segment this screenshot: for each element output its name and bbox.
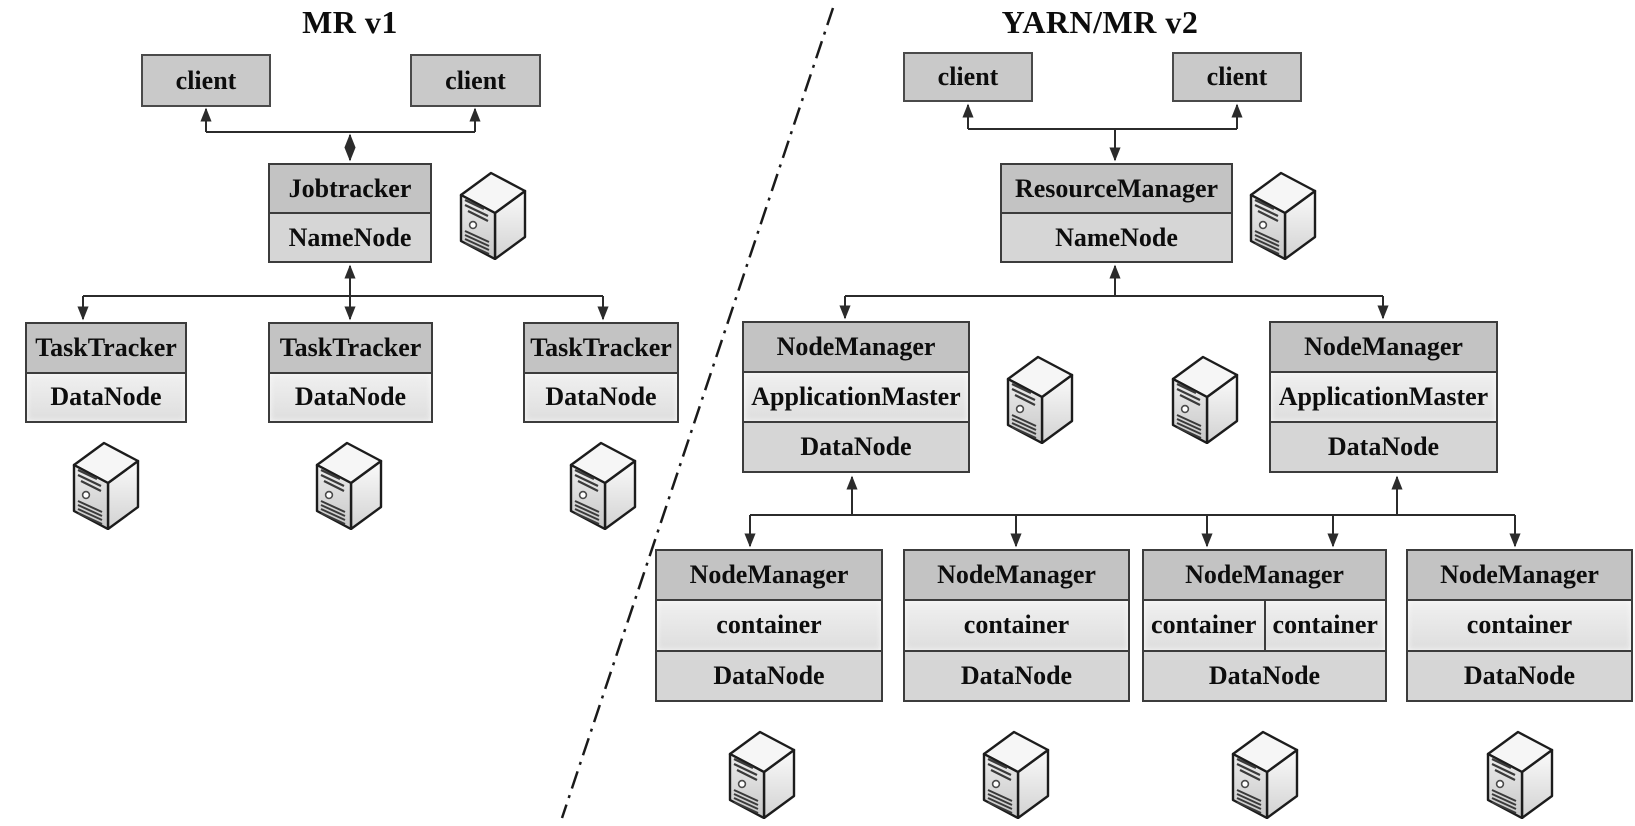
applicationmaster-label: ApplicationMaster: [1271, 371, 1496, 421]
server-icon: [1484, 727, 1556, 819]
applicationmaster-label: ApplicationMaster: [744, 371, 968, 421]
resourcemanager-label: ResourceManager: [1002, 165, 1231, 212]
container-label: container: [657, 599, 881, 650]
appmaster-node-box-2: NodeManager ApplicationMaster DataNode: [1269, 321, 1498, 473]
server-icon: [980, 727, 1052, 819]
right-client-box-2: client: [1172, 52, 1302, 102]
appmaster-node-box-1: NodeManager ApplicationMaster DataNode: [742, 321, 970, 473]
left-client-box-1: client: [141, 54, 271, 107]
left-panel-title: MR v1: [302, 4, 398, 40]
container-node-box-1: NodeManager container DataNode: [655, 549, 883, 702]
jobtracker-label: Jobtracker: [270, 165, 430, 212]
datanode-label: DataNode: [1408, 649, 1631, 700]
nodemanager-label: NodeManager: [657, 551, 881, 600]
datanode-label: DataNode: [744, 421, 968, 471]
nodemanager-label: NodeManager: [1144, 551, 1385, 600]
jobtracker-namenode-box: Jobtracker NameNode: [268, 163, 432, 263]
server-icon: [726, 727, 798, 819]
tasktracker-label: TaskTracker: [270, 324, 431, 372]
nodemanager-label: NodeManager: [744, 323, 968, 371]
datanode-label: DataNode: [1271, 421, 1496, 471]
client-label: client: [1174, 54, 1300, 100]
server-icon: [1169, 352, 1241, 444]
container-label: container: [1408, 599, 1631, 650]
tasktracker-box-1: TaskTracker DataNode: [25, 322, 187, 423]
container-node-box-4: NodeManager container DataNode: [1406, 549, 1633, 702]
nodemanager-label: NodeManager: [1408, 551, 1631, 600]
datanode-label: DataNode: [27, 371, 185, 421]
server-icon: [1247, 168, 1319, 260]
right-client-box-1: client: [903, 52, 1033, 102]
server-icon: [457, 168, 529, 260]
right-panel-title: YARN/MR v2: [1001, 4, 1199, 40]
container-node-box-3: NodeManager container container DataNode: [1142, 549, 1387, 702]
server-icon: [1229, 727, 1301, 819]
client-label: client: [905, 54, 1031, 100]
namenode-label: NameNode: [1002, 212, 1231, 261]
container-label: container: [1151, 610, 1257, 640]
datanode-label: DataNode: [525, 371, 677, 421]
datanode-label: DataNode: [657, 649, 881, 700]
container-label: container: [1263, 601, 1386, 650]
datanode-label: DataNode: [270, 371, 431, 421]
tasktracker-label: TaskTracker: [27, 324, 185, 372]
tasktracker-box-3: TaskTracker DataNode: [523, 322, 679, 423]
resourcemanager-namenode-box: ResourceManager NameNode: [1000, 163, 1233, 263]
container-label: container: [905, 599, 1128, 650]
nodemanager-label: NodeManager: [905, 551, 1128, 600]
container-node-box-2: NodeManager container DataNode: [903, 549, 1130, 702]
left-client-box-2: client: [410, 54, 541, 107]
server-icon: [70, 438, 142, 530]
client-label: client: [412, 56, 539, 105]
server-icon: [567, 438, 639, 530]
container-split-row: container container: [1144, 599, 1386, 650]
datanode-label: DataNode: [905, 649, 1128, 700]
tasktracker-label: TaskTracker: [525, 324, 677, 372]
datanode-label: DataNode: [1144, 649, 1385, 700]
namenode-label: NameNode: [270, 212, 430, 261]
server-icon: [1004, 352, 1076, 444]
server-icon: [313, 438, 385, 530]
client-label: client: [143, 56, 269, 105]
nodemanager-label: NodeManager: [1271, 323, 1496, 371]
tasktracker-box-2: TaskTracker DataNode: [268, 322, 433, 423]
